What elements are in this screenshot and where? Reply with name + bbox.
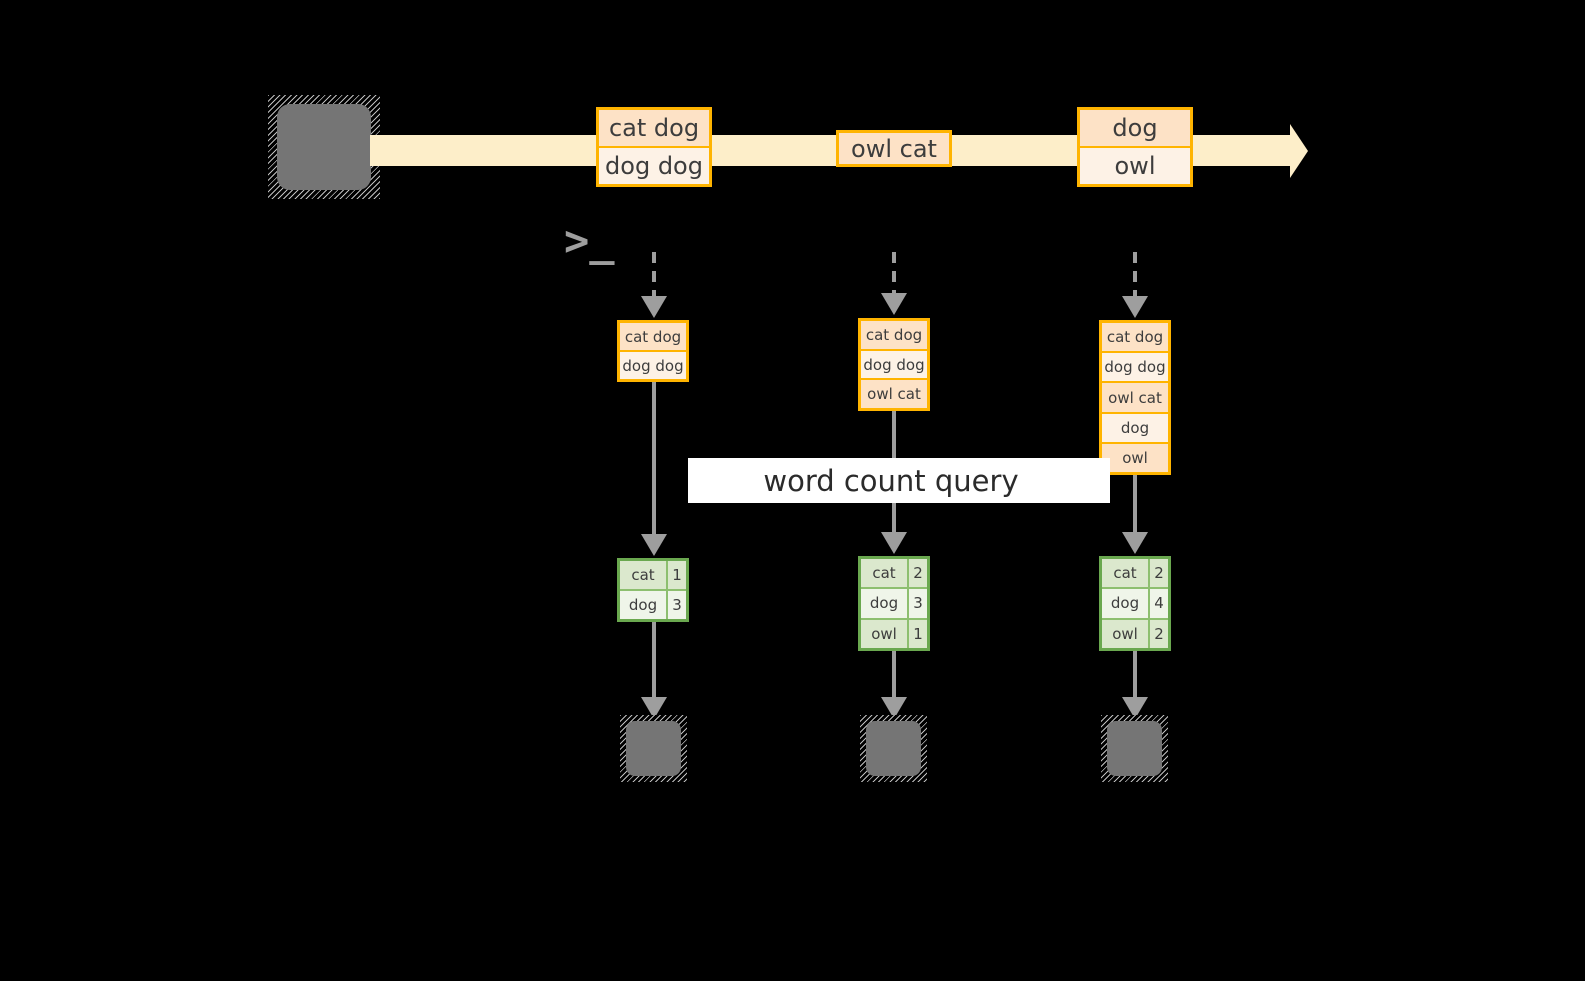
snapshot-3-to-result-3-line bbox=[1133, 475, 1137, 535]
result-2-row-2: dog 3 bbox=[861, 587, 927, 618]
snapshot-3-line-3: owl cat bbox=[1102, 381, 1168, 411]
result-2-row-1-word: cat bbox=[861, 559, 907, 588]
snapshot-3-line-5: owl bbox=[1102, 441, 1168, 472]
result-1-row-1-count: 1 bbox=[666, 561, 686, 589]
result-3-row-1: cat 2 bbox=[1102, 559, 1168, 588]
query-label: word count query bbox=[688, 458, 1110, 503]
result-1-row-1: cat 1 bbox=[620, 561, 686, 589]
snapshot-1-to-result-1-line bbox=[652, 382, 656, 537]
snapshot-1-line-2: dog dog bbox=[620, 350, 686, 379]
stream-to-snapshot-2-arrowhead bbox=[881, 293, 907, 315]
result-1-row-2: dog 3 bbox=[620, 589, 686, 619]
stream-event-3-line-1: dog bbox=[1112, 114, 1158, 142]
terminal-screen bbox=[1107, 721, 1162, 776]
stream-to-snapshot-3-line bbox=[1133, 252, 1137, 299]
result-2-row-3-word: owl bbox=[861, 619, 907, 648]
stream-event-1-line-1: cat dog bbox=[608, 114, 700, 142]
event-stream-arrowhead bbox=[1290, 124, 1308, 178]
stream-event-3: dog owl bbox=[1077, 107, 1193, 187]
terminal-screen bbox=[626, 721, 681, 776]
result-3-row-3: owl 2 bbox=[1102, 617, 1168, 648]
result-1-to-terminal-1-line bbox=[652, 622, 656, 700]
consumer-terminal-1: >_ bbox=[620, 715, 687, 782]
result-3-row-1-word: cat bbox=[1102, 559, 1148, 588]
snapshot-2-to-result-2-arrowhead bbox=[881, 532, 907, 554]
stream-event-1: cat dog dog dog bbox=[596, 107, 712, 187]
snapshot-2-line-3: owl cat bbox=[861, 378, 927, 408]
result-1-row-2-count: 3 bbox=[666, 591, 686, 619]
stream-to-snapshot-2-line bbox=[892, 252, 896, 296]
result-2-to-terminal-2-arrowhead bbox=[881, 697, 907, 719]
stream-to-snapshot-1-arrowhead bbox=[641, 296, 667, 318]
snapshot-2-line-1: cat dog bbox=[865, 325, 923, 344]
stream-event-2: owl cat bbox=[836, 130, 952, 167]
result-3-row-2-word: dog bbox=[1102, 589, 1148, 618]
snapshot-3-to-result-3-arrowhead bbox=[1122, 532, 1148, 554]
consumer-terminal-2: >_ bbox=[860, 715, 927, 782]
snapshot-3-line-4: dog bbox=[1102, 411, 1168, 442]
result-2-row-2-word: dog bbox=[861, 589, 907, 618]
result-2-row-2-count: 3 bbox=[907, 589, 927, 618]
stream-to-snapshot-1-line bbox=[652, 252, 656, 299]
terminal-prompt-glyph: >_ bbox=[564, 216, 615, 265]
stream-event-3-line-2: owl bbox=[1080, 146, 1190, 184]
query-label-text: word count query bbox=[763, 463, 1019, 498]
result-1: cat 1 dog 3 bbox=[617, 558, 689, 622]
producer-terminal: >_ bbox=[268, 95, 615, 262]
result-1-to-terminal-1-arrowhead bbox=[641, 697, 667, 719]
consumer-terminal-3: >_ bbox=[1101, 715, 1168, 782]
terminal-screen bbox=[866, 721, 921, 776]
result-3-row-3-count: 2 bbox=[1148, 619, 1168, 648]
result-2-row-3-count: 1 bbox=[907, 619, 927, 648]
result-3-row-2: dog 4 bbox=[1102, 587, 1168, 618]
result-2-row-1: cat 2 bbox=[861, 559, 927, 588]
result-3-row-2-count: 4 bbox=[1148, 589, 1168, 618]
result-3: cat 2 dog 4 owl 2 bbox=[1099, 556, 1171, 651]
snapshot-3-line-1: cat dog bbox=[1106, 328, 1164, 347]
result-2: cat 2 dog 3 owl 1 bbox=[858, 556, 930, 651]
result-3-row-3-word: owl bbox=[1102, 619, 1148, 648]
snapshot-2: cat dog dog dog owl cat bbox=[858, 318, 930, 411]
result-2-row-1-count: 2 bbox=[907, 559, 927, 588]
snapshot-2-line-2: dog dog bbox=[861, 348, 927, 379]
result-2-to-terminal-2-line bbox=[892, 651, 896, 700]
terminal-screen bbox=[277, 104, 371, 190]
result-3-row-1-count: 2 bbox=[1148, 559, 1168, 588]
result-2-row-3: owl 1 bbox=[861, 617, 927, 648]
snapshot-3: cat dog dog dog owl cat dog owl bbox=[1099, 320, 1171, 475]
stream-event-1-line-2: dog dog bbox=[599, 146, 709, 184]
snapshot-1: cat dog dog dog bbox=[617, 320, 689, 382]
snapshot-1-to-result-1-arrowhead bbox=[641, 534, 667, 556]
snapshot-1-line-1: cat dog bbox=[624, 327, 682, 346]
stream-to-snapshot-3-arrowhead bbox=[1122, 296, 1148, 318]
result-1-row-2-word: dog bbox=[620, 591, 666, 619]
stream-event-2-line-1: owl cat bbox=[851, 134, 937, 163]
result-3-to-terminal-3-arrowhead bbox=[1122, 697, 1148, 719]
snapshot-3-line-2: dog dog bbox=[1102, 351, 1168, 382]
result-3-to-terminal-3-line bbox=[1133, 651, 1137, 700]
result-1-row-1-word: cat bbox=[620, 561, 666, 589]
